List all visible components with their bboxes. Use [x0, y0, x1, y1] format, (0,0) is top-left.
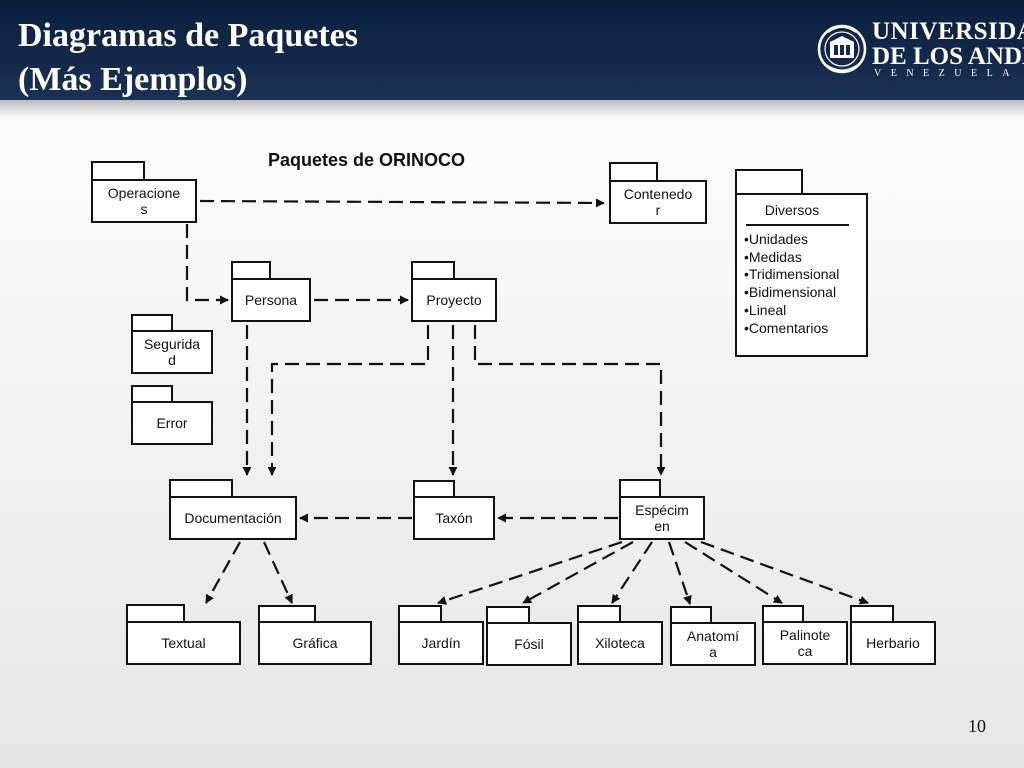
logo-text-de-los-andes: DE LOS ANDES [872, 43, 1024, 70]
diversos-item: •Comentarios [744, 319, 829, 336]
package-documentacion: Documentación [169, 479, 297, 540]
package-label: Proyecto [426, 292, 481, 308]
package-label: r [656, 202, 661, 218]
dependency-arrows [185, 198, 869, 605]
logo-text-venezuela: VENEZUELA [874, 68, 1019, 79]
package-label: d [168, 352, 176, 368]
dependency-arrow-especimen-to-anatomia [667, 541, 692, 605]
diversos-item: •Tridimensional [744, 266, 840, 283]
package-label: Textual [161, 635, 205, 651]
package-label: Anatomí [687, 628, 739, 644]
dependency-arrow-especimen-to-xiloteca [611, 541, 653, 604]
dependency-arrow-operaciones-to-contenedor [199, 198, 605, 208]
dependency-arrow-documentacion-to-textual [205, 541, 241, 604]
package-label: Fósil [514, 636, 544, 652]
package-label: s [141, 201, 148, 217]
package-label: Xiloteca [595, 635, 645, 651]
package-label: Segurida [144, 336, 200, 352]
package-label: Taxón [435, 510, 472, 526]
package-xiloteca: Xiloteca [577, 605, 663, 665]
package-proyecto: Proyecto [411, 261, 497, 322]
package-grafica: Gráfica [258, 605, 372, 665]
university-seal-icon [817, 24, 867, 74]
university-logo: UNIVERSIDAD DE LOS ANDES VENEZUELA [816, 16, 1024, 82]
diversos-item: •Lineal [744, 301, 787, 318]
dependency-arrow-especimen-to-palinoteca [684, 541, 783, 604]
package-label: Jardín [422, 635, 461, 651]
package-label: a [709, 644, 717, 660]
package-label: Persona [245, 292, 297, 308]
package-label: ca [798, 643, 813, 659]
package-persona: Persona [231, 261, 311, 322]
package-label: Operacione [108, 185, 181, 201]
package-label: Error [156, 415, 187, 431]
package-diversos: Diversos [735, 169, 868, 357]
diversos-item: •Unidades [744, 231, 809, 247]
diversos-item: •Bidimensional [744, 284, 837, 301]
page-number: 10 [968, 716, 986, 736]
package-label: Gráfica [292, 635, 337, 651]
dependency-arrow-proyecto-to-especimen [473, 325, 666, 476]
dependency-arrow-especimen-to-fosil [522, 541, 634, 604]
diagram-title: Paquetes de ORINOCO [268, 150, 466, 170]
package-herbario: Herbario [850, 605, 936, 665]
package-label: Espécim [635, 502, 689, 518]
title-bar: Diagramas de Paquetes (Más Ejemplos) UNI… [0, 0, 1024, 100]
dependency-arrow-proyecto-to-documentacion [267, 325, 430, 476]
package-taxon: Taxón [413, 480, 495, 540]
package-label: Contenedo [624, 186, 693, 202]
title-bar-shadow [0, 100, 1024, 118]
dependency-arrow-especimen-to-herbario [700, 540, 869, 605]
package-jardin: Jardín [398, 605, 484, 665]
dependency-arrow-operaciones-to-persona [185, 224, 229, 305]
package-label: Herbario [866, 635, 920, 651]
diversos-list: •Unidades•Medidas•Tridimensional•Bidimen… [744, 231, 839, 337]
package-fosil: Fósil [486, 606, 572, 666]
dependency-arrow-documentacion-to-grafica [263, 541, 293, 604]
slide-title-line-1: Diagramas de Paquetes [18, 17, 358, 54]
diversos-item: •Medidas [744, 248, 802, 265]
logo-text-universidad: UNIVERSIDAD [872, 18, 1024, 45]
package-error: Error [131, 385, 213, 445]
slide-title-line-2: (Más Ejemplos) [18, 61, 248, 98]
dependency-arrow-especimen-to-jardin [437, 540, 623, 605]
package-label: en [654, 518, 670, 534]
package-label: Palinote [780, 627, 831, 643]
package-label: Documentación [184, 510, 281, 526]
package-textual: Textual [126, 604, 241, 665]
diversos-title: Diversos [765, 202, 819, 218]
